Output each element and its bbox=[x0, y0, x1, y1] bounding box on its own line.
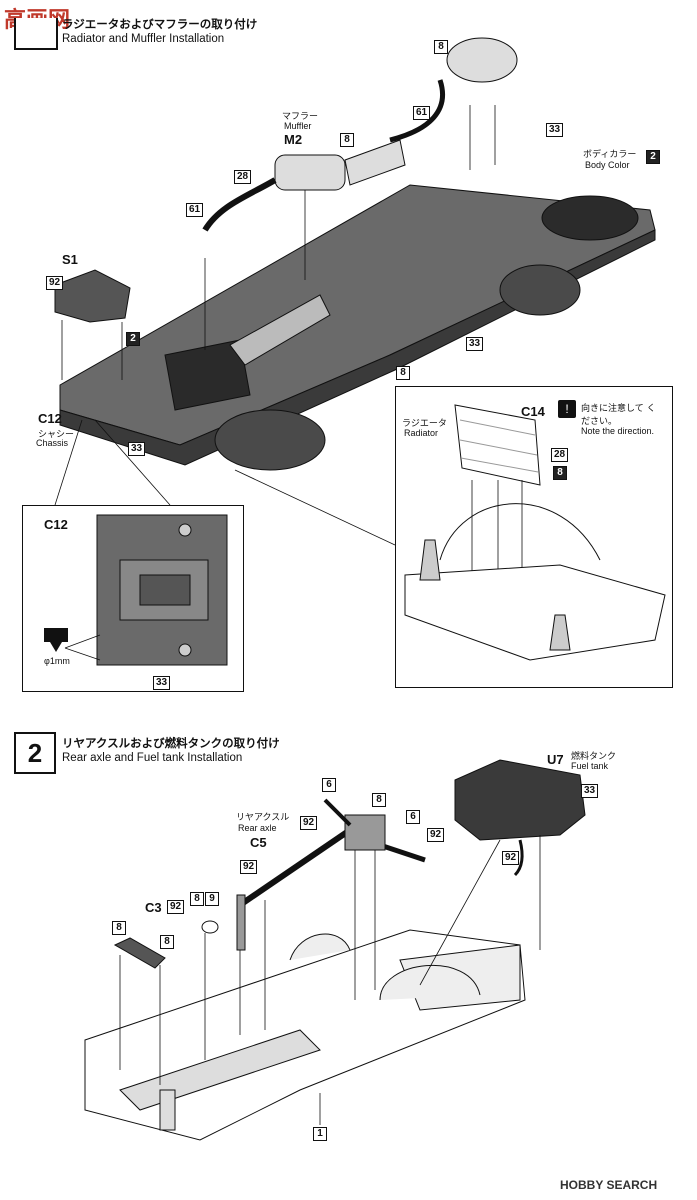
caution-icon: ! bbox=[558, 400, 576, 418]
part-num-33: 33 bbox=[581, 784, 599, 798]
part-num-61: 61 bbox=[186, 203, 204, 217]
part-num-92: 92 bbox=[167, 900, 185, 914]
part-num-9: 9 bbox=[205, 892, 219, 906]
step2-title-en: Rear axle and Fuel tank Installation bbox=[62, 752, 243, 764]
note-label-en: Note the direction. bbox=[581, 426, 655, 436]
step2-number: 2 bbox=[14, 732, 56, 774]
part-c12: C12 bbox=[38, 411, 62, 426]
rear-axle-label-en: Rear axle bbox=[238, 823, 277, 833]
drill-size-label: φ1mm bbox=[44, 656, 70, 666]
part-c14: C14 bbox=[521, 404, 545, 419]
part-num-1: 1 bbox=[313, 1127, 327, 1141]
muffler-label-en: Muffler bbox=[284, 121, 312, 131]
rear-axle-label-ja: リヤアクスル bbox=[236, 813, 290, 823]
part-c3: C3 bbox=[145, 900, 162, 915]
fuel-tank-label-ja: 燃料タンク bbox=[571, 752, 617, 762]
body-color-num: 2 bbox=[646, 150, 660, 164]
part-num-92: 92 bbox=[300, 816, 318, 830]
radiator-label-en: Radiator bbox=[404, 428, 439, 438]
part-num-92: 92 bbox=[46, 276, 64, 290]
part-num-8: 8 bbox=[190, 892, 204, 906]
chassis-label-en: Chassis bbox=[36, 438, 69, 448]
part-num-92: 92 bbox=[427, 828, 445, 842]
part-c5: C5 bbox=[250, 835, 267, 850]
part-num-8: 8 bbox=[434, 40, 448, 54]
body-color-label-en: Body Color bbox=[585, 160, 630, 170]
radiator-label-ja: ラジエータ bbox=[402, 419, 447, 429]
step1-title-en: Radiator and Muffler Installation bbox=[62, 33, 225, 45]
part-num-6: 6 bbox=[406, 810, 420, 824]
part-num-28: 28 bbox=[551, 448, 569, 462]
step1-number bbox=[14, 18, 58, 50]
inset-part-c12: C12 bbox=[44, 517, 68, 532]
part-num-8: 8 bbox=[372, 793, 386, 807]
hobby-search-logo: HOBBY SEARCH bbox=[560, 1178, 658, 1192]
part-num-8: 8 bbox=[160, 935, 174, 949]
part-s1: S1 bbox=[62, 252, 78, 267]
fuel-tank-label-en: Fuel tank bbox=[571, 761, 609, 771]
muffler-part-m2: M2 bbox=[284, 132, 303, 147]
muffler-label-ja: マフラー bbox=[282, 112, 319, 122]
step2-title-ja: リヤアクスルおよび燃料タンクの取り付け bbox=[62, 736, 280, 750]
part-num-8: 8 bbox=[112, 921, 126, 935]
color-num-2: 2 bbox=[126, 332, 140, 346]
part-num-33: 33 bbox=[153, 676, 171, 690]
part-num-28: 28 bbox=[234, 170, 252, 184]
part-num-61: 61 bbox=[413, 106, 431, 120]
chassis-inset-panel bbox=[22, 505, 244, 692]
chassis-label-ja: シャシー bbox=[38, 430, 75, 440]
radiator-inset-panel bbox=[395, 386, 673, 688]
part-num-92: 92 bbox=[240, 860, 258, 874]
part-num-8: 8 bbox=[340, 133, 354, 147]
part-num-33: 33 bbox=[546, 123, 564, 137]
step1-title-ja: ラジエータおよびマフラーの取り付け bbox=[62, 17, 258, 31]
part-num-8: 8 bbox=[396, 366, 410, 380]
part-num-8: 8 bbox=[553, 466, 567, 480]
note-label-ja: 向きに注意して ください。 bbox=[581, 404, 656, 427]
part-num-92: 92 bbox=[502, 851, 520, 865]
part-num-33: 33 bbox=[466, 337, 484, 351]
body-color-label-ja: ボディカラー bbox=[583, 150, 637, 160]
part-u7: U7 bbox=[547, 752, 564, 767]
part-num-6: 6 bbox=[322, 778, 336, 792]
part-num-33: 33 bbox=[128, 442, 146, 456]
